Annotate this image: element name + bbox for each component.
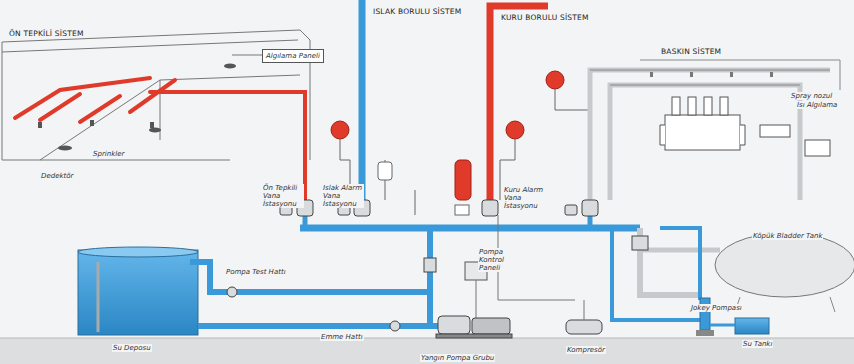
part-label: Köpük Bladder Tank [752,232,823,240]
part-label: Pompa Kontrol Paneli [478,248,520,272]
part-label: Ön Tepkili Vana İstasyonu [262,184,304,208]
part-label: Islak Alarm Vana İstasyonu [322,184,364,208]
part-label: Sprinkler [92,150,125,158]
panel-box: Algılama Paneli [262,49,324,63]
panel-label: Algılama Paneli [266,52,320,60]
system-heading: ISLAK BORULU SİSTEM [372,8,462,16]
system-heading: KURU BORULU SİSTEM [500,14,590,22]
system-heading: ÖN TEPKİLİ SİSTEM [8,30,85,38]
part-label: Su Deposu [112,344,152,352]
part-label: Yangın Pompa Grubu [420,354,495,362]
part-label: Kuru Alarm Vana İstasyonu [503,186,545,210]
part-label: Su Tankı [742,340,773,348]
part-label: Pompa Test Hattı [225,268,287,276]
part-label: Jokey Pompası [690,304,743,312]
part-label: Kompresör [566,346,606,354]
part-label: Emme Hattı [320,333,364,341]
system-heading: BASKIN SİSTEM [660,48,722,56]
part-label: Isı Algılama [796,101,838,109]
part-label: Spray nozul [790,92,833,100]
part-label: Dedektör [40,172,74,180]
